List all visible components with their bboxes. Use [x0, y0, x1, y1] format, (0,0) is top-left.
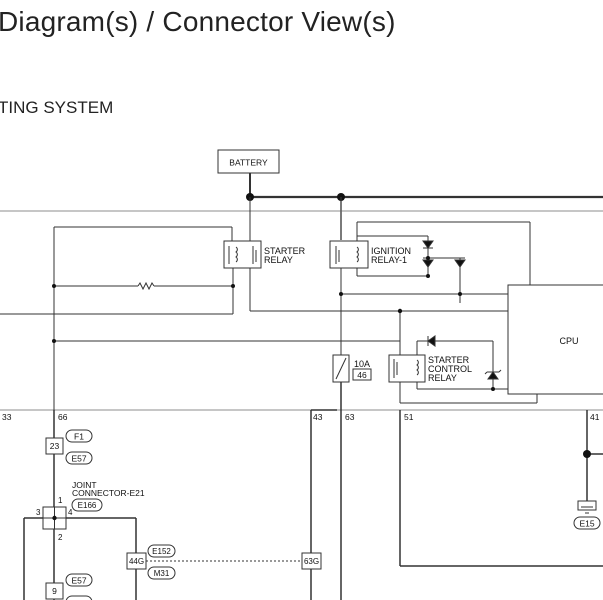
zener-diode-icon: [487, 371, 499, 380]
resistor-icon: [137, 281, 155, 291]
ignition-relay-1: IGNITION RELAY-1: [329, 240, 411, 269]
joint-connector-label: CONNECTOR-E21: [72, 488, 145, 498]
connector-e152: E152: [152, 547, 171, 556]
ground-e15: E15: [573, 500, 601, 530]
starter-relay-label: RELAY: [264, 255, 293, 265]
battery-label: BATTERY: [229, 158, 268, 168]
diode-icon: [454, 259, 466, 268]
terminal-box-23: [45, 437, 64, 455]
terminal-63g: 63G: [304, 557, 319, 566]
page-title: Diagram(s) / Connector View(s): [0, 6, 396, 37]
terminal-2: 2: [58, 533, 63, 542]
starter-control-relay-label: RELAY: [428, 373, 457, 383]
starter-control-relay-label: CONTROL: [428, 364, 472, 374]
connector-e57-lower: E57: [71, 576, 86, 586]
starter-relay: STARTER RELAY: [223, 240, 306, 269]
fuse-number: 46: [357, 370, 367, 380]
cpu-label: CPU: [559, 336, 578, 346]
joint-connector-label: JOINT: [72, 480, 97, 490]
diagram-subtitle: TING SYSTEM: [0, 98, 114, 117]
terminal-33: 33: [2, 412, 12, 422]
terminal-44g: 44G: [129, 557, 144, 566]
ground-icon: [581, 506, 593, 514]
terminal-41: 41: [590, 412, 600, 422]
connector-f1: F1: [74, 432, 84, 442]
fuse-46: 10A 46: [332, 354, 372, 383]
connector-e166: E166: [78, 501, 97, 510]
terminal-51: 51: [404, 412, 414, 422]
terminal-box-63g: [301, 552, 322, 570]
cpu-module: CPU: [507, 284, 603, 395]
terminal-3: 3: [36, 508, 41, 517]
joint-connector-e21: 1 3 4 2 JOINT CONNECTOR-E21 E166: [36, 480, 145, 542]
connector-m31: M31: [154, 569, 170, 578]
terminal-9: 9: [52, 586, 57, 596]
terminal-4: 4: [68, 508, 73, 517]
terminal-66: 66: [58, 412, 68, 422]
terminal-box-9: [45, 582, 64, 600]
starter-control-relay: STARTER CONTROL RELAY: [388, 354, 472, 383]
starter-control-relay-label: STARTER: [428, 355, 470, 365]
connector-e57: E57: [71, 454, 86, 464]
diode-icon: [422, 240, 434, 249]
ignition-relay-label: IGNITION: [371, 246, 411, 256]
terminal-43: 43: [313, 412, 323, 422]
diode-icon: [427, 335, 436, 347]
battery: BATTERY: [217, 149, 280, 174]
ignition-relay-label: RELAY-1: [371, 255, 407, 265]
fuse-rating: 10A: [354, 359, 370, 369]
diode-icon: [422, 259, 434, 268]
connector-e15: E15: [579, 519, 594, 529]
terminal-63: 63: [345, 412, 355, 422]
terminal-1: 1: [58, 496, 63, 505]
terminal-23: 23: [50, 441, 60, 451]
starter-relay-label: STARTER: [264, 246, 306, 256]
